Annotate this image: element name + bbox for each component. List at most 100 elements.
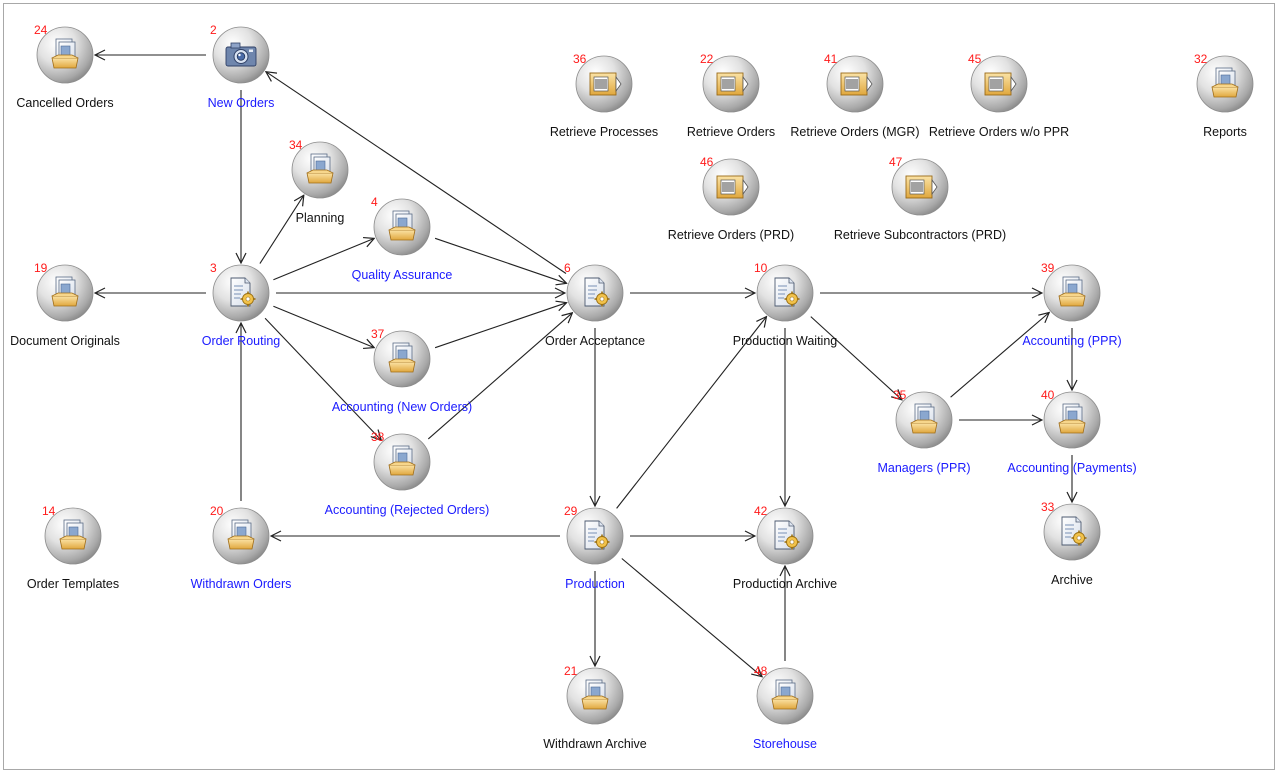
node-label[interactable]: Retrieve Orders (PRD) bbox=[667, 228, 795, 242]
node-2[interactable] bbox=[212, 26, 270, 84]
node-14[interactable] bbox=[44, 507, 102, 565]
node-label[interactable]: Order Templates bbox=[26, 577, 120, 591]
node-24[interactable] bbox=[36, 26, 94, 84]
node-19[interactable] bbox=[36, 264, 94, 322]
node-number: 14 bbox=[42, 504, 56, 518]
nodes-layer bbox=[36, 26, 1254, 725]
node-label[interactable]: New Orders bbox=[207, 96, 275, 110]
edge-35-to-39 bbox=[950, 313, 1050, 398]
folder-documents-icon bbox=[1058, 276, 1086, 307]
node-34[interactable] bbox=[291, 141, 349, 199]
node-label[interactable]: Retrieve Orders w/o PPR bbox=[928, 125, 1070, 139]
node-number: 6 bbox=[564, 261, 571, 275]
edge-38-to-6 bbox=[427, 313, 572, 440]
node-number: 4 bbox=[371, 195, 378, 209]
edge-3-to-37 bbox=[273, 305, 374, 347]
node-21[interactable] bbox=[566, 667, 624, 725]
edge-3-to-34 bbox=[259, 195, 304, 264]
node-label[interactable]: Retrieve Processes bbox=[549, 125, 659, 139]
node-3[interactable] bbox=[212, 264, 270, 322]
folder-documents-icon bbox=[910, 403, 938, 434]
edge-37-to-6 bbox=[434, 303, 566, 349]
node-label[interactable]: Production Archive bbox=[732, 577, 838, 591]
retrieve-box-icon bbox=[840, 72, 873, 96]
node-label[interactable]: Accounting (Payments) bbox=[1007, 461, 1137, 475]
node-33[interactable] bbox=[1043, 503, 1101, 561]
node-4[interactable] bbox=[373, 198, 431, 256]
node-41[interactable] bbox=[826, 55, 884, 113]
node-label[interactable]: Accounting (Rejected Orders) bbox=[324, 503, 490, 517]
node-label[interactable]: Order Acceptance bbox=[544, 334, 646, 348]
node-6[interactable] bbox=[566, 264, 624, 322]
retrieve-box-icon bbox=[905, 175, 938, 199]
node-label[interactable]: Production bbox=[565, 577, 625, 591]
node-36[interactable] bbox=[575, 55, 633, 113]
node-20[interactable] bbox=[212, 507, 270, 565]
node-label[interactable]: Archive bbox=[1051, 573, 1093, 587]
node-number: 22 bbox=[700, 52, 714, 66]
edge-29-to-48 bbox=[621, 558, 762, 677]
folder-documents-icon bbox=[51, 38, 79, 69]
node-number: 33 bbox=[1041, 500, 1055, 514]
retrieve-box-icon bbox=[716, 175, 749, 199]
node-number: 39 bbox=[1041, 261, 1055, 275]
node-38[interactable] bbox=[373, 433, 431, 491]
node-42[interactable] bbox=[756, 507, 814, 565]
node-label[interactable]: Withdrawn Archive bbox=[543, 737, 647, 751]
edge-29-to-10 bbox=[616, 317, 767, 509]
node-number: 41 bbox=[824, 52, 838, 66]
edges-layer bbox=[95, 55, 1072, 677]
folder-documents-icon bbox=[771, 679, 799, 710]
folder-documents-icon bbox=[1211, 67, 1239, 98]
node-29[interactable] bbox=[566, 507, 624, 565]
node-number: 19 bbox=[34, 261, 48, 275]
folder-documents-icon bbox=[388, 210, 416, 241]
node-47[interactable] bbox=[891, 158, 949, 216]
node-number: 38 bbox=[371, 430, 385, 444]
node-label[interactable]: Production Waiting bbox=[732, 334, 838, 348]
node-45[interactable] bbox=[970, 55, 1028, 113]
node-label[interactable]: Withdrawn Orders bbox=[190, 577, 292, 591]
folder-documents-icon bbox=[388, 445, 416, 476]
node-number: 47 bbox=[889, 155, 903, 169]
node-10[interactable] bbox=[756, 264, 814, 322]
node-number: 35 bbox=[893, 388, 907, 402]
node-label[interactable]: Retrieve Orders (MGR) bbox=[790, 125, 920, 139]
node-label[interactable]: Document Originals bbox=[10, 334, 120, 348]
node-number: 21 bbox=[564, 664, 578, 678]
node-label[interactable]: Reports bbox=[1203, 125, 1247, 139]
workflow-canvas bbox=[3, 3, 1275, 770]
node-label[interactable]: Order Routing bbox=[201, 334, 281, 348]
node-label[interactable]: Accounting (New Orders) bbox=[331, 400, 473, 414]
folder-documents-icon bbox=[59, 519, 87, 550]
node-label[interactable]: Accounting (PPR) bbox=[1022, 334, 1122, 348]
node-37[interactable] bbox=[373, 330, 431, 388]
node-label[interactable]: Managers (PPR) bbox=[877, 461, 971, 475]
node-number: 36 bbox=[573, 52, 587, 66]
node-number: 2 bbox=[210, 23, 217, 37]
node-label[interactable]: Quality Assurance bbox=[351, 268, 453, 282]
node-number: 3 bbox=[210, 261, 217, 275]
edge-10-to-35 bbox=[810, 316, 902, 400]
node-label[interactable]: Storehouse bbox=[753, 737, 817, 751]
edge-3-to-38 bbox=[264, 317, 381, 440]
node-label[interactable]: Retrieve Subcontractors (PRD) bbox=[833, 228, 1007, 242]
node-number: 34 bbox=[289, 138, 303, 152]
folder-documents-icon bbox=[581, 679, 609, 710]
node-number: 29 bbox=[564, 504, 578, 518]
node-40[interactable] bbox=[1043, 391, 1101, 449]
node-39[interactable] bbox=[1043, 264, 1101, 322]
node-label[interactable]: Planning bbox=[295, 211, 345, 225]
node-number: 20 bbox=[210, 504, 224, 518]
node-label[interactable]: Retrieve Orders bbox=[686, 125, 776, 139]
node-35[interactable] bbox=[895, 391, 953, 449]
node-32[interactable] bbox=[1196, 55, 1254, 113]
node-number: 42 bbox=[754, 504, 768, 518]
node-46[interactable] bbox=[702, 158, 760, 216]
folder-documents-icon bbox=[306, 153, 334, 184]
node-48[interactable] bbox=[756, 667, 814, 725]
node-22[interactable] bbox=[702, 55, 760, 113]
node-label[interactable]: Cancelled Orders bbox=[16, 96, 114, 110]
folder-documents-icon bbox=[51, 276, 79, 307]
